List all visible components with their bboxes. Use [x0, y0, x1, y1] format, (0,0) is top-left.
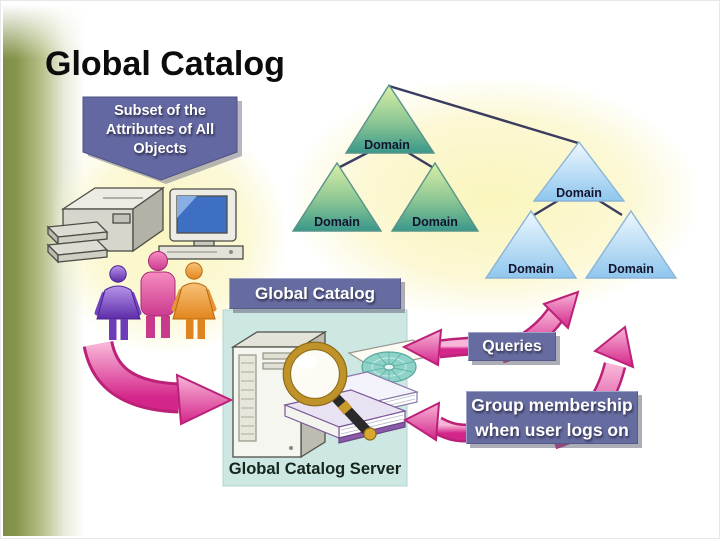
printer-icon: [46, 186, 166, 264]
banner-line: Attributes of All: [105, 122, 215, 138]
server-caption: Global Catalog Server: [228, 460, 402, 478]
left-accent-strip-fade: [1, 1, 91, 59]
banner-line: Objects: [133, 141, 187, 157]
computer-icon: [158, 188, 244, 260]
domain-triangle-blue-root: [532, 140, 626, 202]
user-purple: [94, 265, 142, 340]
domain-triangle-blue-left: [484, 209, 578, 279]
domain-triangle-green-root: [344, 83, 436, 154]
page-title: Global Catalog: [45, 45, 285, 83]
domain-label: Domain: [508, 262, 554, 276]
domain-label: Domain: [364, 138, 410, 152]
domain-label: Domain: [412, 215, 458, 229]
group-membership-callout: Group membership when user logs on: [466, 391, 638, 444]
domain-triangle-green-right: [390, 161, 480, 232]
users-to-server-arrow: [82, 340, 234, 426]
user-figures-icon: [94, 251, 217, 340]
domain-label: Domain: [608, 262, 654, 276]
domain-label: Domain: [314, 215, 360, 229]
banner-line: Subset of the: [114, 103, 206, 119]
user-orange: [171, 262, 217, 339]
domain-triangle-blue-right: [584, 209, 678, 279]
tree-connector-lines: [339, 84, 623, 217]
blue-domain-triangles: [484, 140, 678, 279]
queries-callout: Queries: [468, 332, 556, 361]
domain-label: Domain: [556, 186, 602, 200]
magnifying-glass-icon: [282, 341, 377, 441]
global-catalog-header: Global Catalog: [229, 278, 401, 309]
queries-to-server-arrow: [401, 328, 472, 367]
green-domain-triangles: [291, 83, 480, 232]
banner-callout-shape: [82, 96, 242, 184]
domain-triangle-green-left: [291, 161, 383, 232]
group-membership-line: when user logs on: [475, 419, 629, 440]
banner-callout-text: Subset of the Attributes of All Objects: [83, 102, 237, 159]
group-membership-line: Group membership: [471, 394, 633, 415]
user-pink: [140, 251, 176, 338]
